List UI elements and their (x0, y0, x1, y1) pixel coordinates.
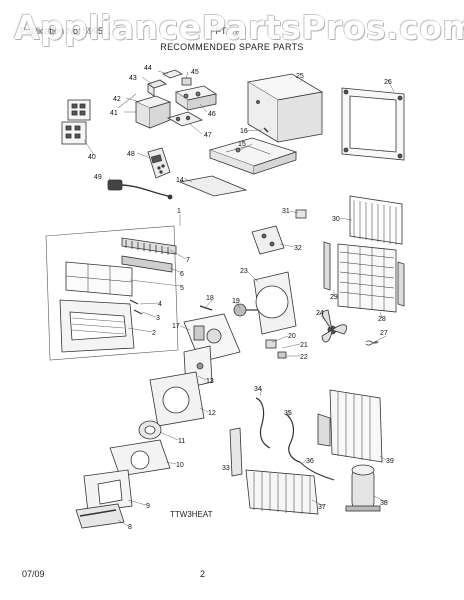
part-28-grille (323, 241, 405, 313)
part-11-blower-wheel (138, 420, 162, 440)
callout-46: 46 (208, 111, 216, 118)
callout-14: 14 (176, 177, 184, 184)
callout-24: 24 (316, 310, 324, 317)
callout-27: 27 (380, 330, 388, 337)
footer-date: 07/09 (22, 569, 45, 579)
footer-page-number: 2 (200, 569, 206, 579)
callout-26: 26 (384, 79, 392, 86)
callout-49: 49 (94, 174, 102, 181)
part-25-wall-sleeve (246, 73, 324, 143)
callout-37: 37 (318, 504, 326, 511)
callout-5: 5 (180, 285, 184, 292)
callout-1: 1 (177, 208, 181, 215)
callout-30: 30 (332, 216, 340, 223)
callout-3: 3 (156, 315, 160, 322)
part-14-rail (178, 175, 248, 197)
part-9-panel (83, 469, 133, 513)
callout-22: 22 (300, 354, 308, 361)
callout-29: 29 (330, 294, 338, 301)
header-model: FFT... /... (210, 26, 246, 36)
part-23-shroud (253, 271, 297, 335)
leader-lines (83, 70, 395, 527)
callout-6: 6 (180, 271, 184, 278)
callout-10: 10 (176, 462, 184, 469)
callout-36: 36 (306, 458, 314, 465)
part-49-power-cord (107, 179, 173, 200)
part-36-line (299, 461, 335, 481)
part-45-relay (181, 77, 192, 86)
part-26-frame (341, 87, 405, 161)
callout-45: 45 (191, 69, 199, 76)
callout-9: 9 (146, 503, 150, 510)
part-27-spring (365, 340, 379, 346)
part-31-clip (295, 209, 307, 219)
callout-17: 17 (172, 323, 180, 330)
part-43-capacitor (147, 79, 167, 97)
callout-23: 23 (240, 268, 248, 275)
callout-48: 48 (127, 151, 135, 158)
callout-28: 28 (378, 316, 386, 323)
part-20-capacitor (265, 339, 277, 349)
callout-40: 40 (88, 154, 96, 161)
part-30-grille (349, 195, 403, 245)
control-parts-group (61, 69, 218, 145)
callout-16: 16 (240, 128, 248, 135)
part-33-coil (229, 427, 319, 515)
part-10-scroll (109, 439, 171, 477)
callout-8: 8 (128, 524, 132, 531)
part-48-remote (147, 147, 171, 179)
callout-18: 18 (206, 295, 214, 302)
model-code: TTW3HEAT (170, 510, 213, 519)
callout-33: 33 (222, 465, 230, 472)
part-19-motor (233, 303, 258, 317)
part-22-part (277, 351, 287, 359)
callout-7: 7 (186, 257, 190, 264)
part-40-labels (61, 99, 91, 145)
callout-35: 35 (284, 410, 292, 417)
callout-43: 43 (129, 75, 137, 82)
page-subtitle: RECOMMENDED SPARE PARTS (160, 42, 304, 52)
callout-44: 44 (144, 65, 152, 72)
part-38-compressor (345, 464, 381, 512)
part-8-bottom (75, 503, 125, 529)
callout-19: 19 (232, 298, 240, 305)
part-18-screw (199, 305, 213, 311)
callout-38: 38 (380, 500, 388, 507)
front-panel-assembly-box (45, 225, 179, 361)
callout-20: 20 (288, 333, 296, 340)
callout-4: 4 (158, 301, 162, 308)
part-12-blower-housing (149, 371, 205, 427)
callout-42: 42 (113, 96, 121, 103)
callout-32: 32 (294, 245, 302, 252)
callout-47: 47 (204, 132, 212, 139)
callout-31: 31 (282, 208, 290, 215)
callout-41: 41 (110, 110, 118, 117)
part-35-tube (285, 413, 301, 463)
part-44-cover (162, 69, 183, 79)
callout-21: 21 (300, 342, 308, 349)
callout-numbers: 44 45 43 42 41 46 47 40 48 49 14 15 16 2… (88, 65, 394, 531)
callout-13: 13 (206, 378, 214, 385)
callout-25: 25 (296, 73, 304, 80)
watermark: AppliancePartsPros.com (14, 8, 464, 47)
callout-11: 11 (178, 438, 185, 445)
part-39-condenser (317, 389, 383, 463)
callout-15: 15 (238, 141, 246, 148)
header-publication: Publication No: 5995... (20, 26, 111, 36)
callout-2: 2 (152, 330, 156, 337)
callout-12: 12 (208, 410, 216, 417)
callout-34: 34 (254, 386, 262, 393)
part-32-bracket (251, 225, 285, 255)
callout-39: 39 (386, 458, 394, 465)
part-34-tube (255, 397, 271, 449)
part-24-fan-blade (321, 309, 348, 343)
